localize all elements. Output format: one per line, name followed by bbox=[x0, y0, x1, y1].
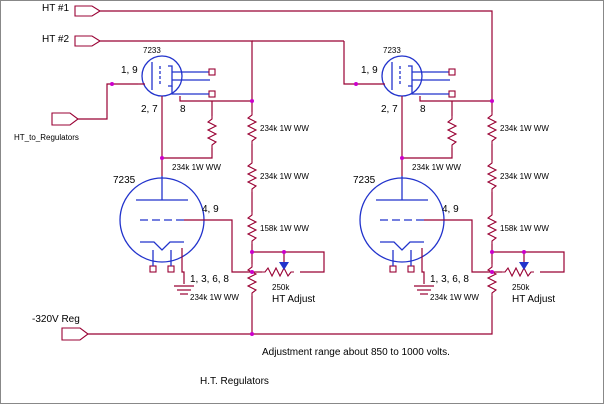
triode-2-type: 7233 bbox=[383, 46, 401, 55]
pot-2: 250k HT Adjust bbox=[492, 252, 555, 305]
triode-1: 7233 1, 9 2, 7 8 bbox=[121, 46, 216, 115]
pentode-2-pins-grid: 4, 9 bbox=[442, 204, 459, 215]
channel-1: 7233 1, 9 2, 7 8 234k 1W WW 234k 1W WW 2… bbox=[113, 46, 325, 305]
r2-mid-label: 234k 1W WW bbox=[500, 172, 549, 181]
port-ht2: HT #2 bbox=[42, 34, 102, 47]
pentode-2-pins-cath: 1, 3, 6, 8 bbox=[430, 274, 469, 285]
ground-1-icon bbox=[174, 285, 194, 295]
r1-mid-label: 234k 1W WW bbox=[260, 172, 309, 181]
r1-low-label: 158k 1W WW bbox=[260, 224, 309, 233]
triode-2-pins-a: 1, 9 bbox=[361, 65, 378, 76]
triode-2: 7233 1, 9 2, 7 8 bbox=[361, 46, 456, 115]
pentode-1-pins-cath: 1, 3, 6, 8 bbox=[190, 274, 229, 285]
port-ht1-label: HT #1 bbox=[42, 3, 69, 14]
pentode-1: 7235 4, 9 1, 3, 6, 8 bbox=[113, 175, 229, 285]
pentode-1-pins-grid: 4, 9 bbox=[202, 204, 219, 215]
triode-1-pins-c: 8 bbox=[180, 104, 186, 115]
pot-1-value: 250k bbox=[272, 283, 290, 292]
junction-dots bbox=[110, 82, 526, 336]
pot-2-value: 250k bbox=[512, 283, 530, 292]
pot-1-label: HT Adjust bbox=[272, 294, 315, 305]
r2-top-label: 234k 1W WW bbox=[500, 124, 549, 133]
r2-low-label: 158k 1W WW bbox=[500, 224, 549, 233]
port-ht2-label: HT #2 bbox=[42, 34, 69, 45]
pot-1: 250k HT Adjust bbox=[252, 252, 315, 305]
diagram-title: H.T. Regulators bbox=[200, 376, 269, 387]
r2-grid-label: 234k 1W WW bbox=[412, 163, 461, 172]
r1-bottom-label: 234k 1W WW bbox=[190, 293, 239, 302]
channel-2: 7233 1, 9 2, 7 8 234k 1W WW 234k 1W WW 2… bbox=[353, 46, 565, 305]
adjustment-note: Adjustment range about 850 to 1000 volts… bbox=[262, 347, 450, 358]
triode-1-pins-a: 1, 9 bbox=[121, 65, 138, 76]
pentode-2: 7235 4, 9 1, 3, 6, 8 bbox=[353, 175, 469, 285]
pentode-2-type: 7235 bbox=[353, 175, 376, 186]
r1-top-label: 234k 1W WW bbox=[260, 124, 309, 133]
pot-2-label: HT Adjust bbox=[512, 294, 555, 305]
r2-bottom-label: 234k 1W WW bbox=[430, 293, 479, 302]
bus-wires bbox=[78, 10, 493, 335]
port-ht-to-reg-label: HT_to_Regulators bbox=[14, 133, 79, 142]
port-ht1: HT #1 bbox=[42, 3, 102, 17]
triode-1-type: 7233 bbox=[143, 46, 161, 55]
pentode-1-type: 7235 bbox=[113, 175, 136, 186]
port-neg-reg-label: -320V Reg bbox=[32, 314, 80, 325]
r1-grid-label: 234k 1W WW bbox=[172, 163, 221, 172]
triode-2-pins-c: 8 bbox=[420, 104, 426, 115]
port-neg-reg: -320V Reg bbox=[32, 314, 89, 341]
port-ht-to-reg: HT_to_Regulators bbox=[14, 112, 79, 142]
ground-2-icon bbox=[414, 285, 434, 295]
triode-1-pins-b: 2, 7 bbox=[141, 104, 158, 115]
triode-2-pins-b: 2, 7 bbox=[381, 104, 398, 115]
